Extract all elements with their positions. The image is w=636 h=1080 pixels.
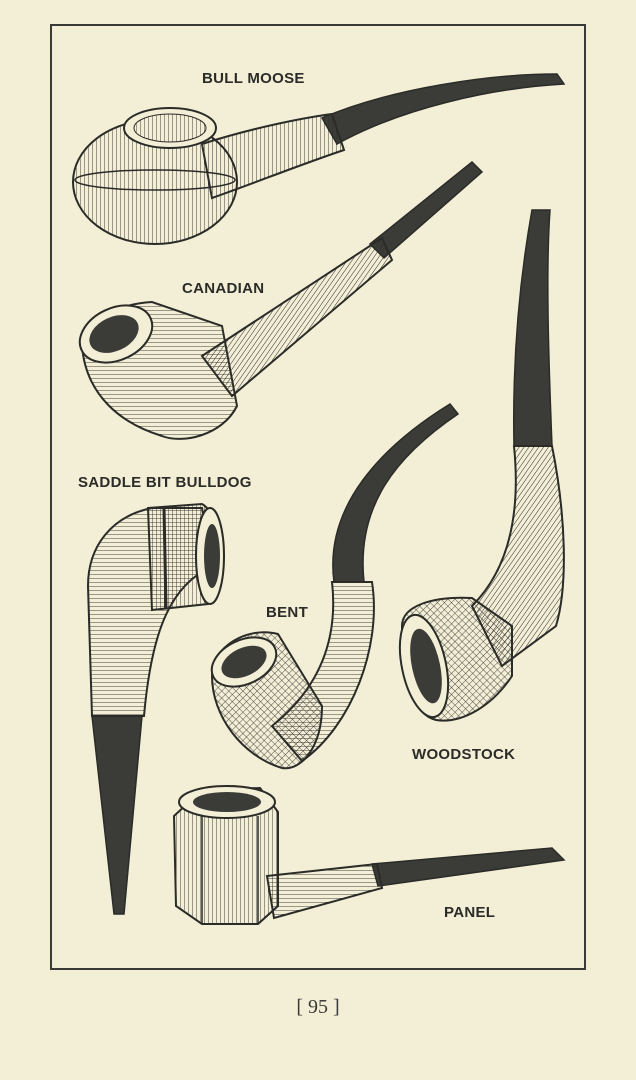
label-canadian: CANADIAN [182, 280, 265, 297]
label-bent: BENT [266, 604, 309, 621]
label-bull-moose: BULL MOOSE [202, 70, 305, 87]
panel-pipe [172, 785, 566, 925]
saddle-bit-bulldog-pipe [86, 502, 225, 915]
bull-moose-pipe [72, 73, 566, 245]
label-panel: PANEL [444, 904, 496, 921]
bent-pipe [210, 403, 460, 770]
woodstock-pipe [398, 209, 565, 722]
label-woodstock: WOODSTOCK [412, 746, 516, 763]
label-saddle-bit-bulldog: SADDLE BIT BULLDOG [78, 474, 252, 491]
canadian-pipe [78, 160, 484, 440]
pipe-illustrations [72, 73, 566, 925]
page-number: [ 95 ] [296, 996, 340, 1018]
illustration-plate: BULL MOOSE CANADIAN SADDLE BIT BULLDOG B… [50, 24, 586, 970]
